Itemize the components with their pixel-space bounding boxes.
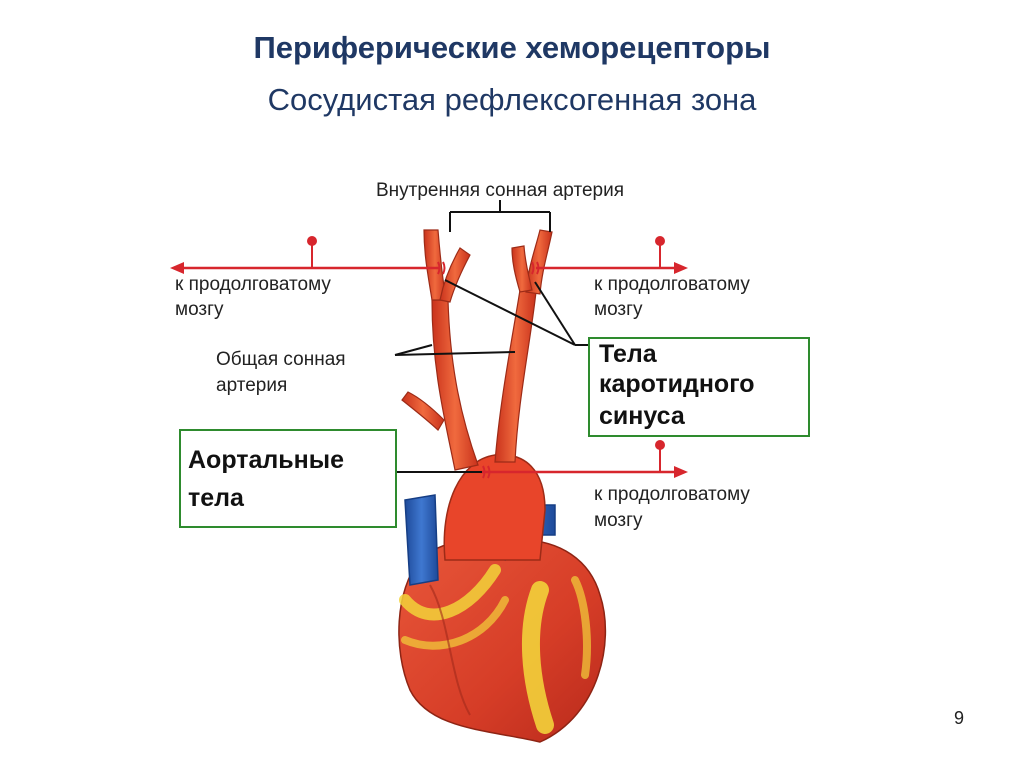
leader-lines bbox=[394, 200, 588, 473]
common-carotid-label-2: артерия bbox=[216, 375, 287, 396]
page-subtitle: Сосудистая рефлексогенная зона bbox=[267, 82, 757, 117]
aortic-bodies-box: Аортальные тела bbox=[179, 429, 397, 528]
to-medulla-aorta-label-2: мозгу bbox=[594, 510, 643, 531]
nerve-right bbox=[531, 236, 688, 275]
nerve-aortic bbox=[480, 440, 688, 479]
to-medulla-right-label-2: мозгу bbox=[594, 299, 643, 320]
to-medulla-left-label-1: к продолговатому bbox=[175, 274, 331, 295]
right-internal-carotid-artery bbox=[525, 229, 553, 295]
carotid-bodies-label-1: Тела bbox=[599, 340, 658, 368]
left-common-carotid-artery bbox=[431, 299, 479, 471]
carotid-bodies-box: Тела каротидного синуса bbox=[588, 337, 810, 437]
left-external-carotid-artery bbox=[439, 247, 471, 303]
page-title: Периферические хеморецепторы bbox=[253, 30, 771, 65]
aortic-arch bbox=[443, 453, 546, 561]
aortic-bodies-label-1: Аортальные bbox=[188, 446, 344, 474]
right-external-carotid-artery bbox=[511, 245, 533, 293]
to-medulla-right-label-1: к продолговатому bbox=[594, 274, 750, 295]
vena-cava bbox=[404, 494, 439, 586]
to-medulla-left-label-2: мозгу bbox=[175, 299, 224, 320]
carotid-bodies-label-3: синуса bbox=[599, 402, 686, 430]
nerve-left bbox=[170, 236, 446, 275]
carotid-bodies-label-2: каротидного bbox=[599, 370, 755, 398]
to-medulla-aorta-label-1: к продолговатому bbox=[594, 484, 750, 505]
heart bbox=[398, 537, 607, 743]
left-branch-artery bbox=[401, 391, 445, 431]
common-carotid-label-1: Общая сонная bbox=[216, 349, 346, 370]
page-number: 9 bbox=[953, 708, 964, 728]
aortic-bodies-label-2: тела bbox=[188, 484, 245, 512]
internal-carotid-label: Внутренняя сонная артерия bbox=[376, 180, 624, 201]
